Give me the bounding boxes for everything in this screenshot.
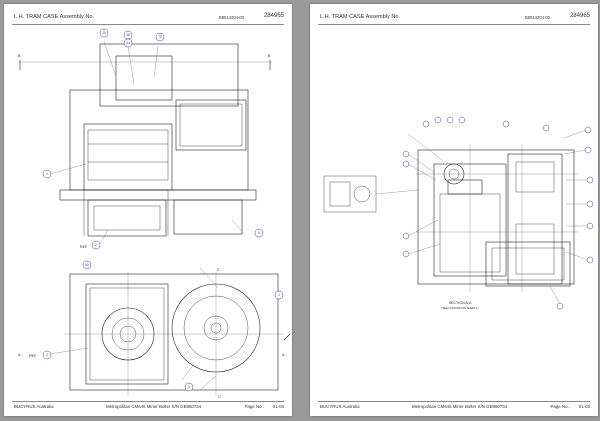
callout-48-label: 48 <box>126 33 130 37</box>
callout-2-label: 2 <box>95 243 97 247</box>
page-header: L.H. TRAM CASE Assembly No. B8014204-00 … <box>14 10 284 24</box>
callout-6: 6 <box>184 382 194 392</box>
page-number: 01-03 <box>578 404 590 409</box>
callout-54-label: 54 <box>126 41 130 45</box>
part-number: 284965 <box>263 13 284 19</box>
part-number: 284965 <box>569 13 590 19</box>
page-number-label: Page No.: <box>244 404 264 409</box>
callout-1-label: 1 <box>46 172 48 176</box>
machine-description: Metropolitan CM645 Miner Bolter S/N GE86… <box>412 404 508 409</box>
drawing-page-right: L.H. TRAM CASE Assembly No. B8014204-00 … <box>310 4 598 416</box>
section-c-top: C <box>217 268 220 272</box>
drawing-letter-labels: B B REF REF C C A A <box>18 54 285 399</box>
callout-60-label: 60 <box>85 263 89 267</box>
ref-label-bottom: REF <box>29 354 37 358</box>
section-b-right: B <box>268 54 271 58</box>
section-a-a-caption: SECTION A-A (SEE LOCATION ON SHEET 1) <box>442 301 479 310</box>
callout-6-label: 6 <box>188 385 190 389</box>
section-a-right: A <box>282 353 285 357</box>
section-c-bottom: C <box>218 395 221 399</box>
header-rule <box>12 24 284 25</box>
section-b-left: B <box>18 54 21 58</box>
page-number: 01-03 <box>272 404 284 409</box>
page-footer: BUCYRUS Australia Metropolitan CM645 Min… <box>14 403 284 413</box>
section-a-a-drawing <box>323 116 594 310</box>
section-a-left: A <box>18 353 21 357</box>
page-number-label: Page No.: <box>550 404 570 409</box>
section-title: SECTION A-A <box>449 301 472 305</box>
callout-54: 54 <box>123 38 133 48</box>
callout-5-label: 5 <box>258 231 260 235</box>
ref-label-top: REF <box>80 245 88 249</box>
callout-1-bottom: 1 <box>274 290 284 300</box>
drawing-title: L.H. TRAM CASE Assembly No. <box>320 14 401 20</box>
page-footer: BUCYRUS Australia Metropolitan CM645 Min… <box>320 403 590 413</box>
callout-60: 60 <box>82 260 92 270</box>
callout-29-label: 29 <box>102 31 106 35</box>
callout-2-bottom-label: 2 <box>46 353 48 357</box>
section-subtitle: (SEE LOCATION ON SHEET 1) <box>442 306 479 310</box>
drawing-title: L.H. TRAM CASE Assembly No. <box>14 14 95 20</box>
footer-rule <box>318 401 590 402</box>
callout-1: 1 <box>42 169 52 179</box>
callout-5: 5 <box>254 228 264 238</box>
tram-case-top-view-drawing <box>18 41 291 396</box>
callout-2-bottom: 2 <box>42 350 52 360</box>
callout-70-label: 70 <box>158 35 162 39</box>
company-name: BUCYRUS Australia <box>14 404 54 409</box>
callout-70: 70 <box>155 32 165 42</box>
drawing-page-left: L.H. TRAM CASE Assembly No. B8014204-00 … <box>4 4 292 416</box>
assembly-reference: B8014204-00 <box>218 15 244 20</box>
page-header: L.H. TRAM CASE Assembly No. B8014204-00 … <box>320 10 590 24</box>
callout-1-bottom-label: 1 <box>278 293 280 297</box>
footer-rule <box>12 401 284 402</box>
company-name: BUCYRUS Australia <box>320 404 360 409</box>
machine-description: Metropolitan CM645 Miner Bolter S/N GE86… <box>106 404 202 409</box>
callout-29: 29 <box>99 28 109 38</box>
assembly-reference: B8014204-00 <box>524 15 550 20</box>
header-rule <box>318 24 590 25</box>
callout-2: 2 <box>91 240 101 250</box>
